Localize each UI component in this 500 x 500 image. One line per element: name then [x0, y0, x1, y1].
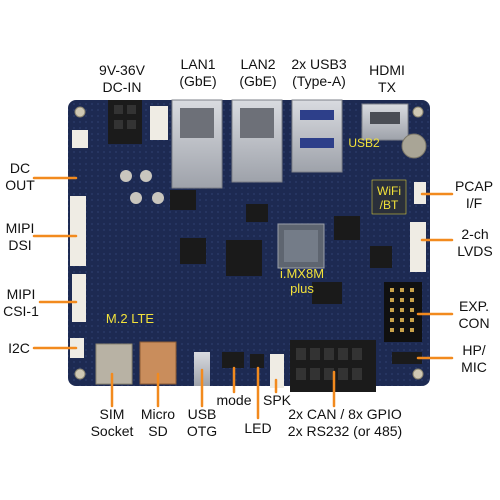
expansion-header	[384, 282, 422, 342]
mipi-dsi-connector	[70, 196, 86, 266]
mode-switch	[222, 352, 244, 368]
pcap-connector	[414, 182, 426, 204]
label-usb3: 2x USB3(Type-A)	[291, 56, 347, 89]
usb3-connector	[291, 99, 343, 173]
capacitor	[140, 170, 152, 182]
lvds-connector	[410, 222, 426, 272]
coin-battery	[401, 133, 427, 159]
microsd-slot	[139, 341, 177, 385]
label-mode: mode	[216, 392, 252, 408]
capacitor	[152, 192, 164, 204]
lan1-jack	[171, 99, 223, 189]
label-spk: SPK	[262, 392, 291, 408]
lan2-jack	[231, 99, 283, 183]
label-lan2: LAN2(GbE)	[239, 56, 277, 89]
label-exp: EXP.CON	[458, 298, 490, 331]
capacitor	[120, 170, 132, 182]
sim-socket	[95, 343, 133, 385]
wifi-module	[371, 179, 407, 215]
board-label-usb2: USB2	[348, 136, 380, 150]
ic-chip	[170, 190, 196, 210]
hdmi-connector	[361, 103, 409, 141]
ic-chip	[370, 246, 392, 268]
mount-hole	[412, 368, 424, 380]
mount-hole	[412, 106, 424, 118]
mount-hole	[74, 368, 86, 380]
dc-in-connector	[108, 100, 142, 144]
board-label-wifi: WiFi/BT	[377, 184, 401, 212]
label-led: LED	[244, 420, 272, 436]
memory-chip	[226, 240, 262, 276]
capacitor	[130, 192, 142, 204]
label-lan1: LAN1(GbE)	[179, 56, 217, 89]
spk-connector	[270, 354, 284, 388]
ic-chip	[312, 282, 342, 304]
label-hp-mic: HP/MIC	[461, 342, 487, 375]
label-i2c: I2C	[8, 340, 30, 356]
led-connector	[250, 354, 264, 368]
dc-out-connector	[72, 130, 88, 148]
white-connector	[150, 106, 168, 140]
can-gpio-terminal	[290, 340, 376, 392]
mipi-csi-connector	[72, 274, 86, 322]
mount-hole	[74, 106, 86, 118]
memory-chip	[180, 238, 206, 264]
ic-chip	[334, 216, 360, 240]
hp-mic-jack	[392, 352, 422, 364]
board-label-lte: M.2 LTE	[105, 311, 155, 326]
ic-chip	[246, 204, 268, 222]
